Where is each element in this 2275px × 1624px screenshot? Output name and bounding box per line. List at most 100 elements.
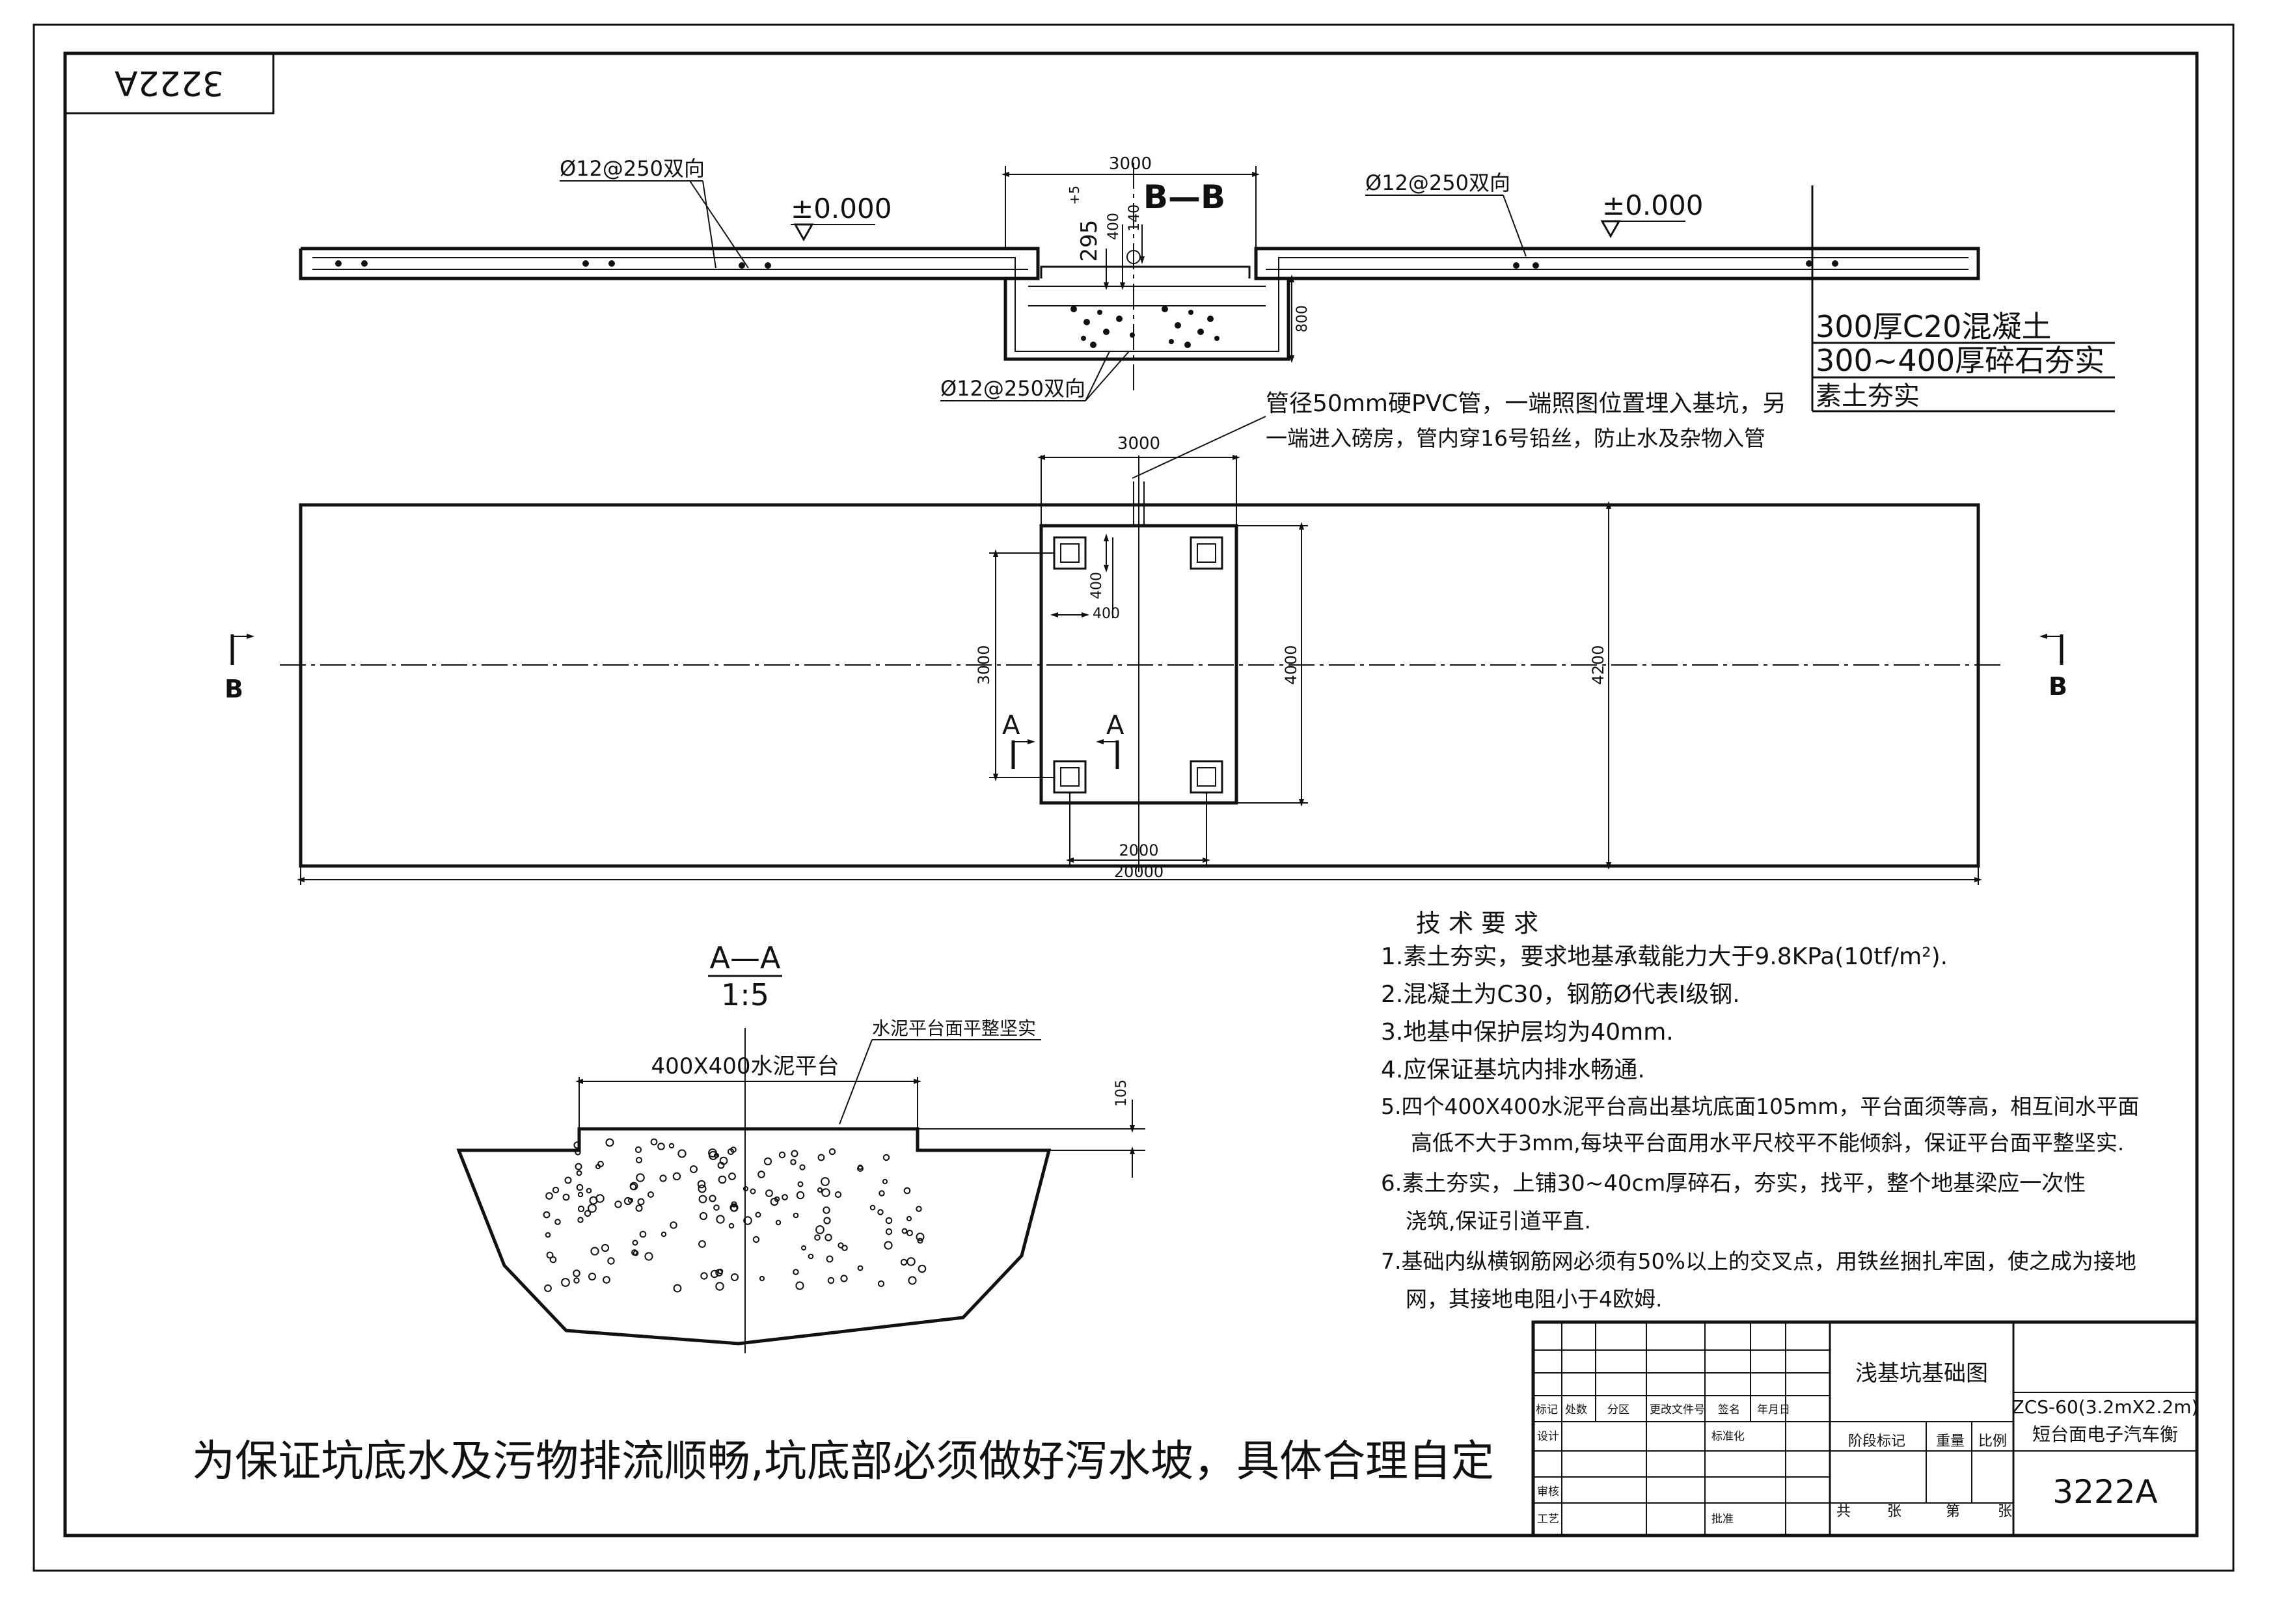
gravel-dot	[700, 1272, 708, 1280]
gravel-dot	[552, 1186, 560, 1194]
gravel-dot	[718, 1175, 727, 1184]
gravel-dot	[752, 1236, 760, 1243]
tb-product: 短台面电子汽车衡	[2032, 1424, 2178, 1445]
gravel-dot	[546, 1251, 554, 1259]
gravel-dot	[698, 1195, 707, 1204]
gravel-dot	[908, 1276, 917, 1285]
gravel-dot	[790, 1159, 797, 1165]
gravel-dot	[549, 1256, 557, 1264]
plan-dim-2000: 2000	[1119, 841, 1158, 859]
bb-title: B—B	[1143, 178, 1225, 216]
gravel-dot	[573, 1269, 580, 1277]
rev-h2: 处数	[1565, 1403, 1587, 1416]
gravel-dot	[879, 1190, 885, 1197]
tech-line-2: 2.混凝土为C30，钢筋Ø代表Ⅰ级钢.	[1381, 981, 1740, 1008]
gravel-dot	[823, 1206, 830, 1214]
title-block: 标记 处数 分区 更改文件号 签名 年月日 设计 标准化 审核 工艺 批准 浅基…	[1531, 1320, 2199, 1537]
layer-2: 300~400厚碎石夯实	[1816, 343, 2105, 378]
gravel-dot	[605, 1138, 614, 1147]
bb-dim-400: 400	[1106, 213, 1122, 240]
gravel-dot	[632, 1239, 638, 1246]
tb-approve: 批准	[1711, 1513, 1734, 1526]
gravel-dot	[636, 1173, 645, 1182]
gravel-dot	[575, 1149, 581, 1156]
tb-sheets: 张	[1887, 1504, 1901, 1520]
gravel-dot	[730, 1204, 738, 1212]
layer-1: 300厚C20混凝土	[1816, 309, 2051, 344]
gravel-dot	[709, 1195, 716, 1202]
gravel-dot	[885, 1228, 893, 1236]
gravel-dot	[731, 1201, 737, 1208]
aa-surface-note: 水泥平台面平整坚实	[872, 1018, 1036, 1039]
gravel-dot	[577, 1205, 585, 1213]
gravel-dot	[713, 1204, 720, 1211]
gravel-dot	[808, 1253, 814, 1260]
plan-dim-pad-h: 400	[1089, 572, 1105, 599]
gravel-dot	[564, 1176, 572, 1184]
gravel-dot	[657, 1143, 665, 1150]
gravel-dot	[765, 1189, 773, 1197]
gravel-dot	[757, 1171, 765, 1178]
tb-total: 共	[1836, 1504, 1851, 1520]
gravel-dot	[793, 1269, 799, 1275]
tech-line-5: 5.四个400X400水泥平台高出基坑底面105mm，平台面须等高，相互间水平面	[1381, 1094, 2139, 1119]
gravel-dot	[545, 1192, 553, 1200]
gravel-dot	[588, 1273, 596, 1280]
gravel-dot	[797, 1181, 804, 1187]
gravel-dot	[573, 1141, 581, 1149]
gravel-dot	[799, 1164, 806, 1171]
gravel-dot	[717, 1161, 725, 1169]
gravel-dot	[823, 1217, 831, 1225]
bb-dim-295: 295	[1076, 220, 1102, 262]
gravel-dot	[834, 1191, 842, 1198]
gravel-dot	[731, 1273, 739, 1281]
gravel-dot	[577, 1217, 584, 1223]
gravel-dot	[673, 1284, 682, 1293]
gravel-dot	[575, 1163, 582, 1171]
gravel-dot	[815, 1225, 824, 1234]
bb-dim-plus5: +5	[1067, 185, 1082, 204]
tech-line-6: 6.素土夯实，上铺30~40cm厚碎石，夯实，找平，整个地基梁应一次性	[1381, 1171, 2086, 1197]
rebar-bottom-label: Ø12@250双向	[940, 376, 1085, 401]
gravel-dot	[827, 1277, 835, 1284]
pipe-note-1: 管径50mm硬PVC管，一端照图位置埋入基坑，另	[1266, 390, 1786, 417]
gravel-dot	[793, 1212, 799, 1219]
gravel-dot	[562, 1193, 570, 1201]
gravel-dot	[595, 1194, 605, 1203]
gravel-dot	[763, 1157, 772, 1166]
gravel-dot	[668, 1143, 675, 1149]
gravel-dot	[750, 1188, 756, 1195]
elev-right: ±0.000	[1602, 189, 1703, 221]
section-bb: 3000 B—B 295 +5 400 140 800 Ø12@250双向 Ø1…	[299, 154, 1980, 401]
gravel-dot	[821, 1188, 830, 1197]
tb-ratio: 比例	[1978, 1433, 2007, 1450]
plan-dim-4000: 4000	[1282, 645, 1300, 684]
tech-line-6b: 浇筑,保证引道平直.	[1406, 1208, 1591, 1234]
bb-dim-140: 140	[1126, 204, 1143, 232]
gravel-dot	[623, 1197, 633, 1206]
stamp-box	[64, 52, 275, 115]
gravel-dot	[561, 1278, 570, 1287]
elev-left: ±0.000	[791, 193, 892, 224]
tech-requirements: 技 术 要 求 1.素土夯实，要求地基承载能力大于9.8KPa(10tf/m²)…	[1381, 909, 2139, 1312]
layer-3: 素土夯实	[1816, 381, 1920, 411]
aa-gravel	[543, 1138, 927, 1293]
gravel-dot	[554, 1219, 561, 1225]
gravel-dot	[637, 1198, 645, 1206]
tb-process: 工艺	[1537, 1513, 1559, 1526]
inner-frame	[63, 51, 2199, 1537]
aa-pad-label: 400X400水泥平台	[651, 1053, 839, 1079]
gravel-dot	[635, 1204, 643, 1212]
tech-heading: 技 术 要 求	[1416, 909, 1538, 938]
aa-title: A—A	[710, 940, 781, 975]
gravel-dot	[614, 1200, 622, 1208]
plan-dim-4200: 4200	[1589, 645, 1607, 684]
gravel-dot	[639, 1230, 647, 1238]
gravel-dot	[906, 1257, 916, 1266]
gravel-dot	[916, 1232, 925, 1241]
tb-sheet-no: 第	[1946, 1504, 1960, 1520]
gravel-dot	[607, 1257, 615, 1265]
gravel-dot	[759, 1275, 765, 1282]
tb-page: 张	[1998, 1504, 2012, 1520]
